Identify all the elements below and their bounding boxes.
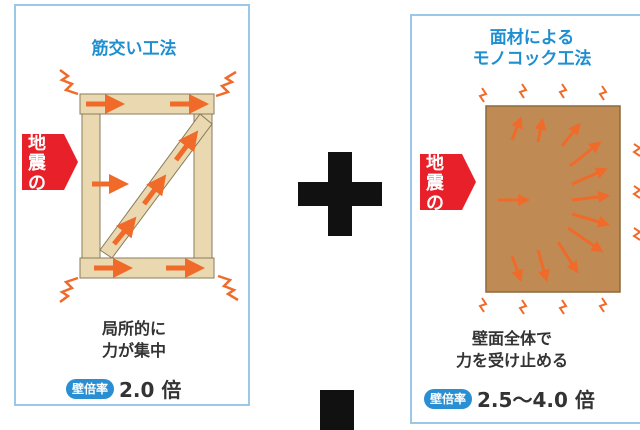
bracing-caption: 局所的に 力が集中 xyxy=(101,319,166,360)
monocoque-wall-diagram xyxy=(420,83,640,315)
bracing-method-panel: 筋交い工法 地 震 の 力 局所的に 力が集中 壁倍率 2.0 倍 xyxy=(14,4,250,406)
zigzag-vibration-icon xyxy=(478,83,640,315)
wall-strength-rating: 壁倍率 2.0 倍 xyxy=(66,374,181,403)
wall-ratio-badge: 壁倍率 xyxy=(66,378,115,399)
bracing-frame-diagram xyxy=(22,69,239,303)
force-arrows xyxy=(498,116,611,283)
wall-ratio-value: 2.0 倍 xyxy=(119,378,182,402)
bracing-title: 筋交い工法 xyxy=(91,39,177,59)
wall-strength-rating: 壁倍率 2.5〜4.0 倍 xyxy=(424,384,595,413)
wall-ratio-value: 2.5〜4.0 倍 xyxy=(477,388,595,412)
monocoque-caption: 壁面全体で 力を受け止める xyxy=(455,329,568,370)
earthquake-force-label: 地 震 の 力 xyxy=(426,153,444,234)
minus-bar-icon xyxy=(320,390,354,430)
earthquake-force-label: 地 震 の 力 xyxy=(28,133,46,214)
wall-ratio-badge: 壁倍率 xyxy=(424,388,473,409)
force-arrows xyxy=(86,94,210,278)
earthquake-force-arrow-icon xyxy=(22,134,78,190)
zigzag-vibration-icon xyxy=(59,69,239,303)
plus-icon xyxy=(298,152,382,236)
monocoque-method-panel: 面材による モノコック工法 地 震 の 力 壁面全体で 力を受け止める 壁倍率 … xyxy=(410,14,640,424)
monocoque-title: 面材による モノコック工法 xyxy=(472,28,592,69)
earthquake-force-arrow-icon xyxy=(420,154,476,210)
